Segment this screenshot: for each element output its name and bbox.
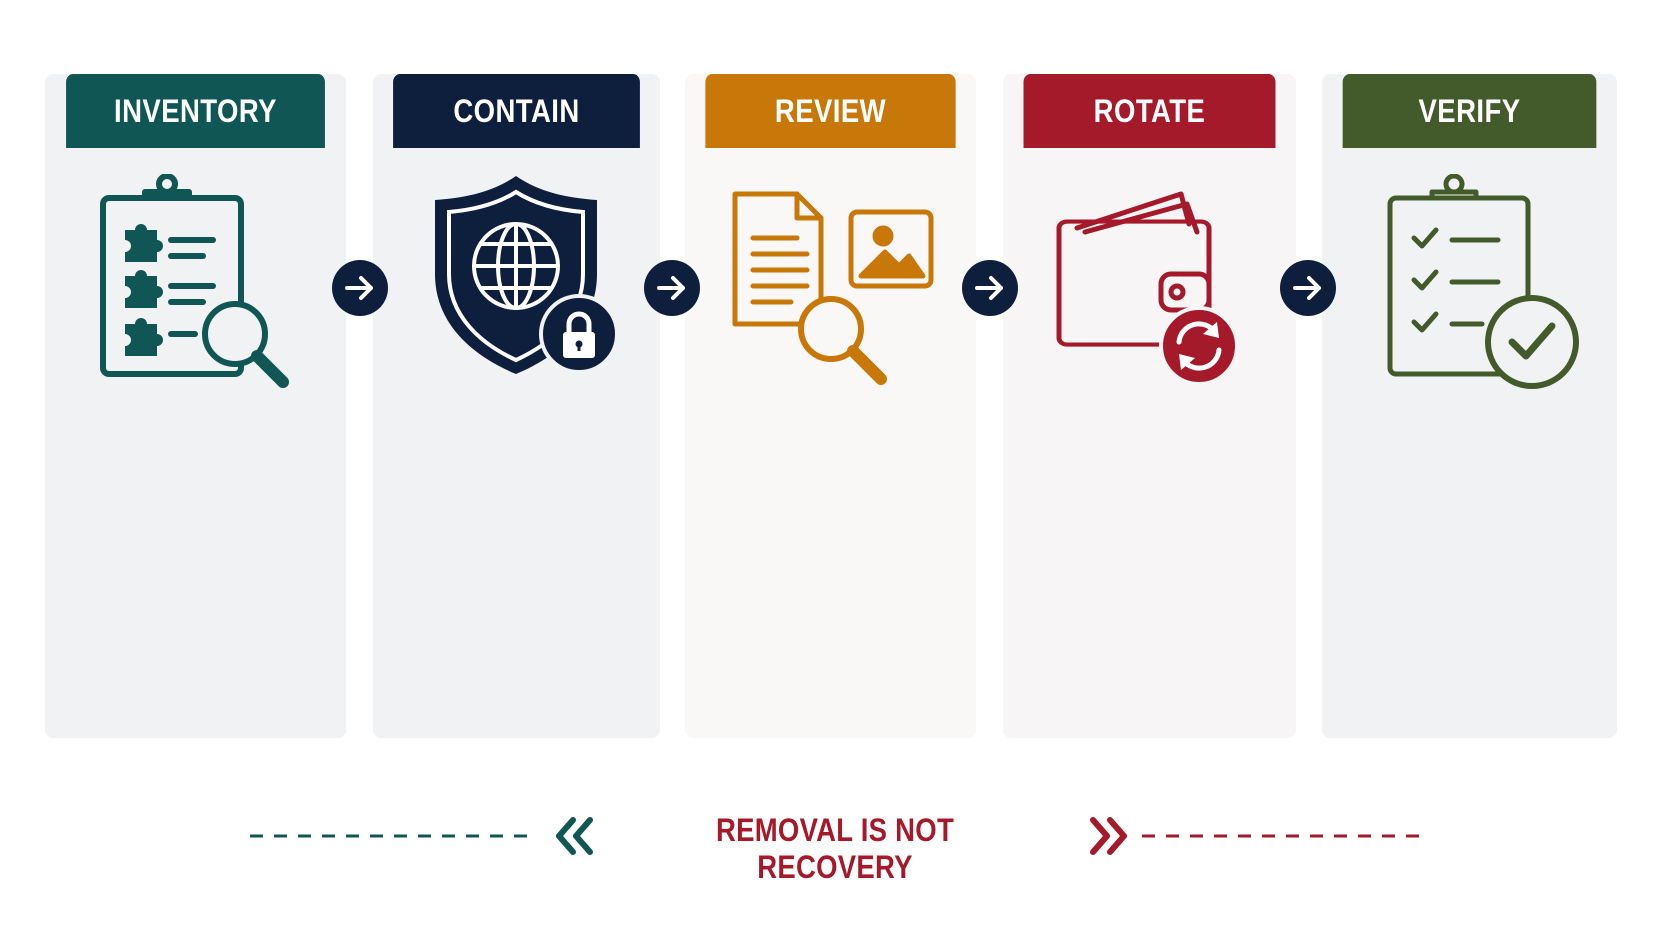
arrow-right-icon bbox=[1280, 260, 1336, 316]
step-label: VERIFY bbox=[1418, 92, 1521, 129]
shield-globe-lock-icon bbox=[435, 176, 619, 374]
arrow-right-icon bbox=[962, 260, 1018, 316]
step-panel-inventory: INVENTORY bbox=[45, 74, 346, 738]
double-chevron-left-icon bbox=[556, 817, 593, 855]
clipboard-puzzle-search-icon bbox=[100, 174, 289, 388]
step-label: ROTATE bbox=[1093, 92, 1206, 129]
wallet-rotate-icon bbox=[1056, 191, 1239, 386]
step-panel-verify: VERIFY bbox=[1322, 74, 1617, 738]
step-panel-rotate: ROTATE bbox=[1003, 74, 1296, 738]
step-header-verify: VERIFY bbox=[1342, 74, 1597, 148]
step-panel-contain: CONTAIN bbox=[373, 74, 660, 738]
step-header-inventory: INVENTORY bbox=[66, 74, 325, 148]
step-label: INVENTORY bbox=[114, 92, 277, 129]
checklist-verified-icon bbox=[1387, 174, 1579, 389]
footer-caption: REMOVAL IS NOT RECOVERY bbox=[715, 812, 955, 885]
step-label: REVIEW bbox=[774, 92, 887, 129]
step-header-review: REVIEW bbox=[705, 74, 956, 148]
arrow-right-icon bbox=[644, 260, 700, 316]
footer-divider bbox=[250, 817, 1430, 855]
arrow-right-icon bbox=[332, 260, 388, 316]
double-chevron-right-icon bbox=[1090, 817, 1127, 855]
step-panel-review: REVIEW bbox=[685, 74, 976, 738]
step-header-contain: CONTAIN bbox=[393, 74, 640, 148]
documents-image-search-icon bbox=[732, 191, 934, 385]
step-header-rotate: ROTATE bbox=[1023, 74, 1276, 148]
step-label: CONTAIN bbox=[453, 92, 580, 129]
